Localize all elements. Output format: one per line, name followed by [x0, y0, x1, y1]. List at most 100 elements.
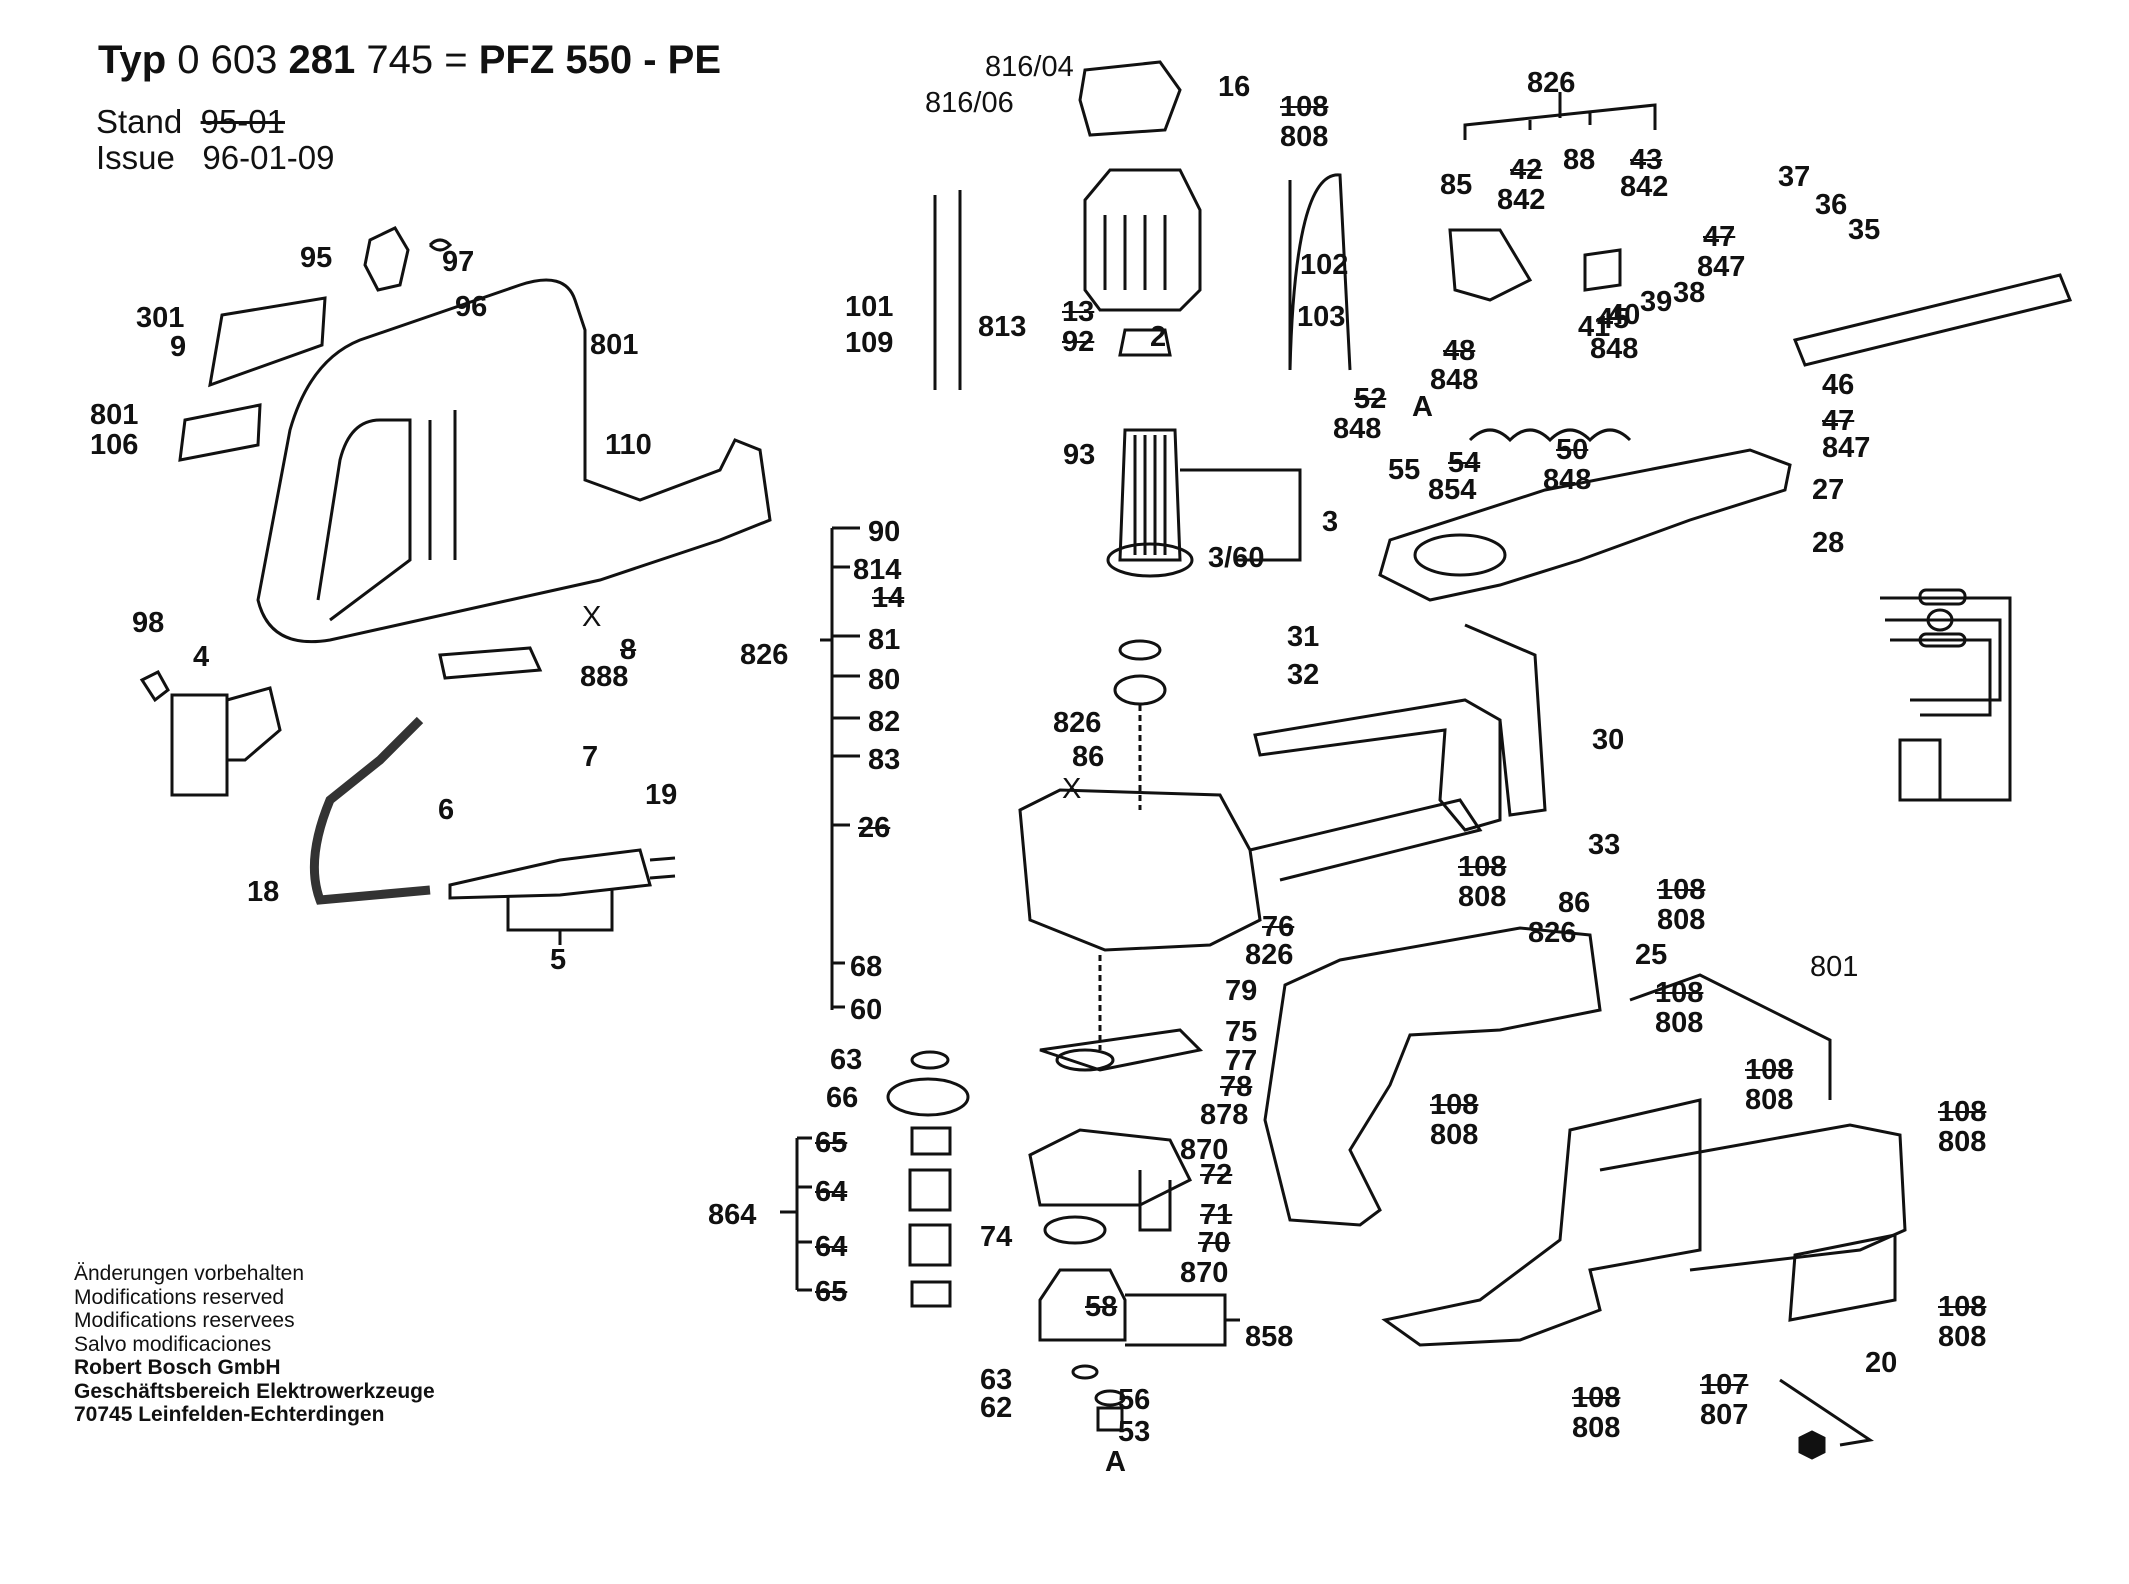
part-number-callout: 816/04: [985, 51, 1074, 83]
part-number-callout: 56: [1118, 1384, 1151, 1416]
part-number-superseded: 13: [1062, 296, 1095, 328]
part-number-superseded: 92: [1062, 326, 1095, 358]
part-number-callout: 75: [1225, 1016, 1258, 1048]
guide-plate: [1028, 1128, 1193, 1207]
part-number-callout: 807: [1700, 1399, 1749, 1431]
washer-63: [910, 1050, 950, 1070]
part-number-superseded: 47: [1822, 405, 1855, 437]
part-number-callout: 864: [708, 1199, 757, 1231]
bracket-85: [1448, 228, 1533, 302]
part-number-callout: 9: [170, 331, 187, 363]
part-number-callout: 808: [1458, 881, 1507, 913]
part-number-callout: 63: [830, 1044, 863, 1076]
footer-line: Modifications reserved: [74, 1285, 285, 1309]
sticker-20: [1788, 1233, 1897, 1322]
chain: [1468, 428, 1632, 443]
housing-grip: [316, 418, 412, 622]
part-number-callout: 842: [1497, 184, 1546, 216]
part-number-callout: 66: [826, 1082, 859, 1114]
part-number-superseded: 76: [1262, 911, 1295, 943]
part-number-superseded: 8: [620, 634, 637, 666]
part-number-superseded: 65: [815, 1127, 848, 1159]
part-number-callout: 826: [1527, 67, 1576, 99]
part-number-callout: 4: [193, 641, 210, 673]
power-cable: [309, 716, 431, 905]
part-number-callout: 109: [845, 327, 894, 359]
bearing-814: [1113, 674, 1167, 706]
part-number-callout: 870: [1180, 1134, 1229, 1166]
company-division: Geschäftsbereich Elektrowerkzeuge: [74, 1379, 435, 1403]
part-number-callout: 858: [1245, 1321, 1294, 1353]
part-number-callout: 27: [1812, 474, 1845, 506]
part-number-callout: 96: [455, 291, 488, 323]
part-number-callout: 25: [1635, 939, 1668, 971]
part-number-superseded: 26: [858, 812, 891, 844]
part-number-callout: 81: [868, 624, 901, 656]
part-number-callout: 870: [1180, 1257, 1229, 1289]
part-number-superseded: 70: [1198, 1227, 1231, 1259]
field-coil: [1083, 168, 1202, 312]
part-number-callout: 83: [868, 744, 901, 776]
part-number-superseded: 64: [815, 1176, 848, 1208]
cover-25: [1263, 926, 1602, 1227]
part-number-callout: 826: [1053, 707, 1102, 739]
part-number-callout: 813: [978, 311, 1027, 343]
part-number-callout: 31: [1287, 621, 1320, 653]
part-number-superseded: 52: [1354, 383, 1387, 415]
part-number-callout: 102: [1300, 249, 1349, 281]
part-number-superseded: 48: [1443, 335, 1476, 367]
part-number-superseded: 108: [1938, 1096, 1987, 1128]
typ-number-b: 281: [288, 38, 356, 82]
part-number-callout: 816/06: [925, 87, 1014, 119]
part-number-callout: 74: [980, 1221, 1013, 1253]
cover-801: [1381, 1098, 1702, 1347]
part-number-callout: 848: [1590, 333, 1639, 365]
bracket-30: [1253, 698, 1502, 832]
part-number-superseded: 108: [1657, 874, 1706, 906]
part-number-callout: 848: [1333, 413, 1382, 445]
company-name: Robert Bosch GmbH: [74, 1356, 281, 1379]
sticker-106: [178, 403, 262, 462]
part-number-callout: 826: [1245, 939, 1294, 971]
part-number-callout: X: [1062, 773, 1082, 805]
issue-value: 96-01-09: [202, 139, 335, 176]
part-number-callout: 63: [980, 1364, 1013, 1396]
part-number-callout: 801: [590, 329, 639, 361]
part-number-callout: 808: [1938, 1126, 1987, 1158]
part-number-callout: 80: [868, 664, 901, 696]
ring-74: [1043, 1215, 1107, 1245]
part-number-superseded: 64: [815, 1231, 848, 1263]
typ-label: Typ: [98, 38, 167, 82]
part-number-callout: 19: [645, 779, 678, 811]
part-number-callout: 814: [853, 554, 902, 586]
part-number-callout: 808: [1655, 1007, 1704, 1039]
part-number-callout: 85: [1440, 169, 1473, 201]
part-number-superseded: 47: [1703, 221, 1736, 253]
part-number-callout: 808: [1280, 121, 1329, 153]
cage-65: [910, 1126, 952, 1156]
part-number-callout: 847: [1822, 432, 1871, 464]
footer-line: Änderungen vorbehalten: [74, 1262, 305, 1285]
part-number-callout: 826: [740, 639, 789, 671]
part-number-callout: 801: [1810, 951, 1859, 983]
part-number-callout: 36: [1815, 189, 1848, 221]
typ-number-c: 745 =: [366, 38, 468, 82]
part-number-superseded: 108: [1938, 1291, 1987, 1323]
part-number-callout: 82: [868, 706, 901, 738]
part-number-callout: 55: [1388, 454, 1421, 486]
part-number-callout: 41: [1578, 311, 1611, 343]
part-number-callout: 46: [1822, 369, 1855, 401]
part-number-superseded: 43: [1630, 144, 1663, 176]
insulation-101: [933, 190, 962, 390]
type-header: Typ 0 603 281 745 = PFZ 550 - PE: [98, 38, 721, 83]
part-number-superseded: 72: [1200, 1159, 1233, 1191]
part-number-superseded: 58: [1085, 1291, 1118, 1323]
part-number-callout: 68: [850, 951, 883, 983]
part-number-callout: 808: [1657, 904, 1706, 936]
part-number-callout: 79: [1225, 975, 1258, 1007]
part-number-callout: 98: [132, 607, 165, 639]
part-number-callout: 32: [1287, 659, 1320, 691]
part-number-callout: 90: [868, 516, 901, 548]
part-number-callout: 86: [1072, 741, 1105, 773]
gear-housing-26: [1018, 788, 1262, 952]
